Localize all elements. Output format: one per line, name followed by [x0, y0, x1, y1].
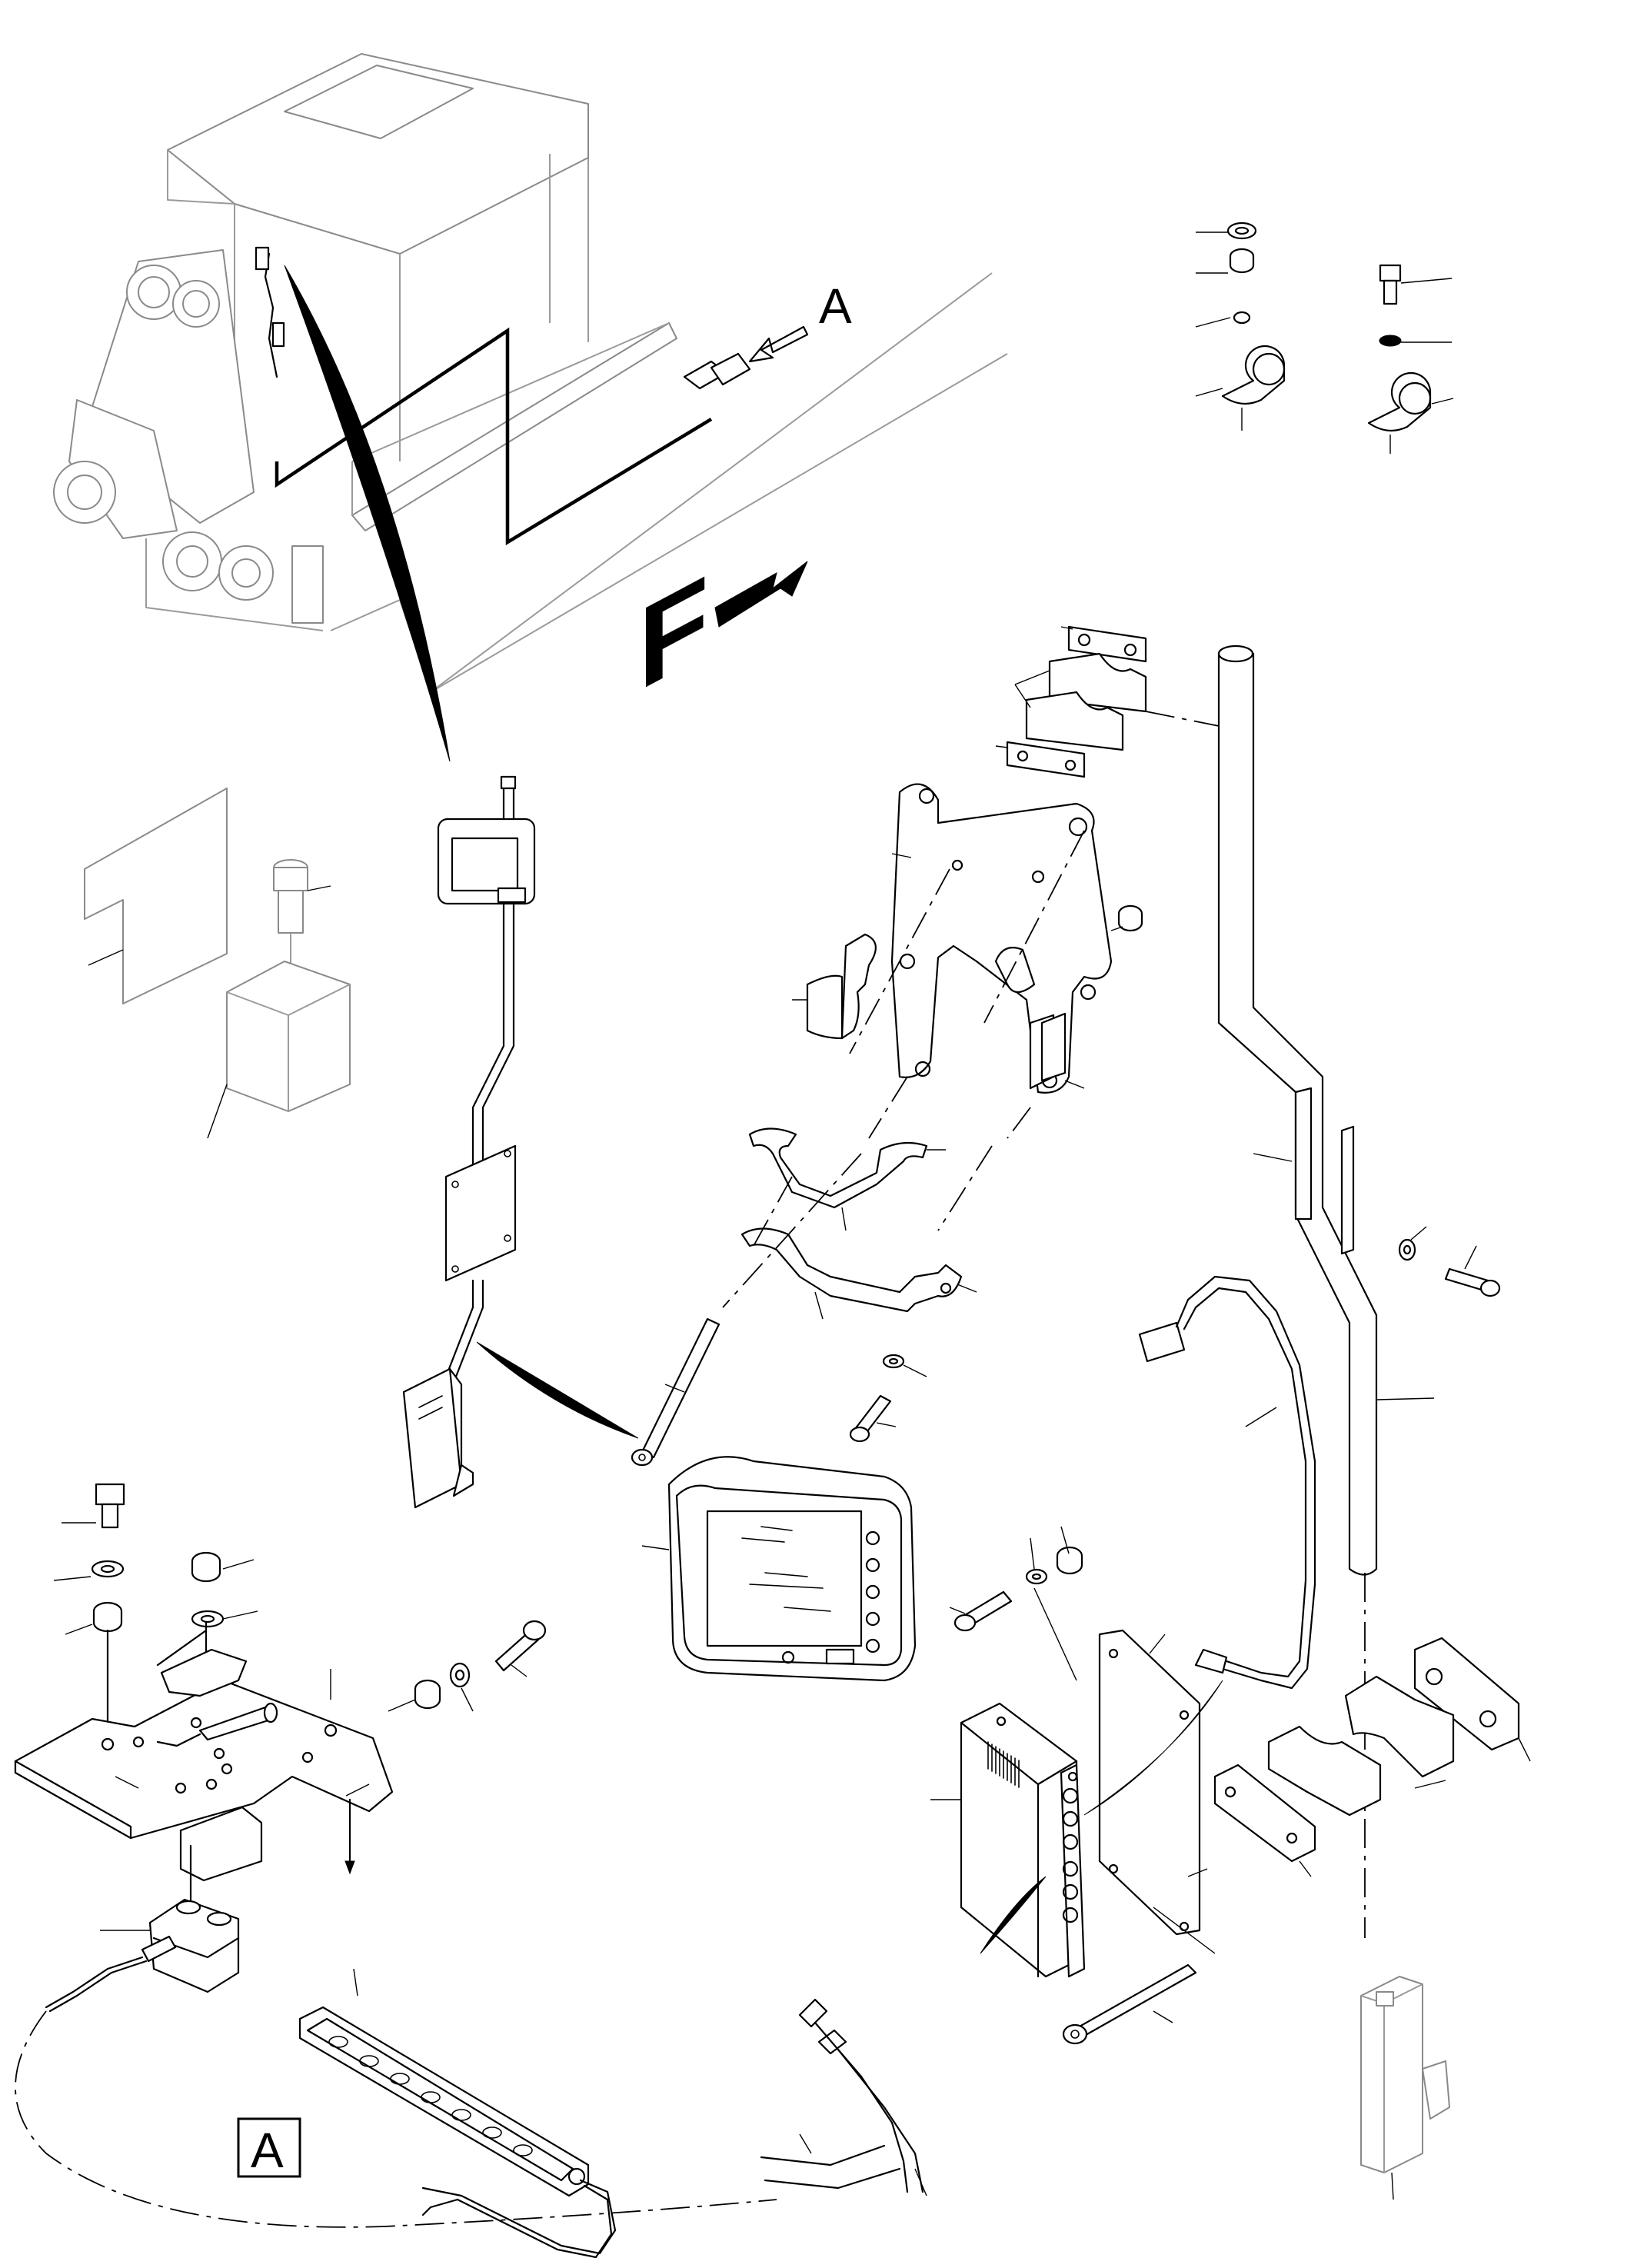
monitor-bracket-assembly [631, 625, 1223, 1467]
display-monitor [641, 1456, 917, 1682]
monitor-button-4 [865, 1611, 880, 1627]
bracket-side-left [840, 933, 877, 1040]
rear-camera [45, 1898, 240, 2013]
camera-cable-plug [1138, 1321, 1186, 1363]
extension-cables [760, 1998, 927, 2196]
monitor-button-3 [865, 1584, 880, 1600]
monitor-button-1 [865, 1530, 880, 1546]
monitor-fasteners [949, 1526, 1083, 1681]
view-a-arrow-icon [748, 325, 809, 363]
control-unit [930, 1629, 1223, 1978]
clamp-kit-nut-type [1195, 221, 1286, 431]
swivel-hook-upper [748, 1127, 928, 1209]
harness-mounting-plate [444, 1144, 517, 1282]
machine-wiring-route: A [255, 246, 852, 762]
camera-mount-location [683, 352, 751, 390]
bracket-main-plate [890, 783, 1113, 1094]
cable-route-curve [15, 2010, 777, 2228]
led-work-light [298, 1968, 617, 2259]
plug-connector [273, 859, 331, 969]
pan-head-screw-set [388, 1620, 547, 1712]
forward-arrow-icon [714, 561, 808, 628]
forward-label: F [638, 549, 709, 715]
long-threaded-bolt [631, 1317, 720, 1467]
harness-control-box [402, 1367, 463, 1509]
label-plate-t [84, 788, 228, 1004]
view-a-box-label: A [251, 2123, 284, 2178]
storage-box [207, 961, 351, 1139]
pipe-clamp-half-lower [1025, 691, 1124, 751]
socket-head-bolt [1062, 1868, 1216, 2045]
forward-direction-indicator: F [638, 549, 808, 716]
monitor-cable-harness [402, 775, 639, 1509]
view-a-box: A [237, 2117, 301, 2178]
control-unit-box [960, 1702, 1078, 1978]
clamp-kit-bolt-type [1367, 264, 1454, 454]
swivel-hook-lower [740, 1227, 963, 1313]
machine-cab-structure [53, 53, 1008, 693]
view-a-label: A [819, 278, 852, 334]
pipe-clamp-plate-lower [1006, 741, 1086, 778]
circuit-breaker [1360, 1976, 1450, 2200]
pipe-clamp-lower [1213, 1637, 1531, 1877]
monitor-screen [706, 1510, 863, 1647]
camera-cable [1138, 1275, 1316, 1690]
pipe-fasteners [1398, 1226, 1501, 1297]
monitor-button-5 [865, 1638, 880, 1654]
monitor-button-2 [865, 1557, 880, 1573]
control-unit-mounting-plate [1098, 1629, 1201, 1936]
camera-bracket-plate [14, 1648, 394, 1921]
mounting-pipe [1217, 644, 1435, 1938]
control-unit-vent-grille [987, 1741, 1020, 1788]
light-led-array [328, 2036, 533, 2156]
